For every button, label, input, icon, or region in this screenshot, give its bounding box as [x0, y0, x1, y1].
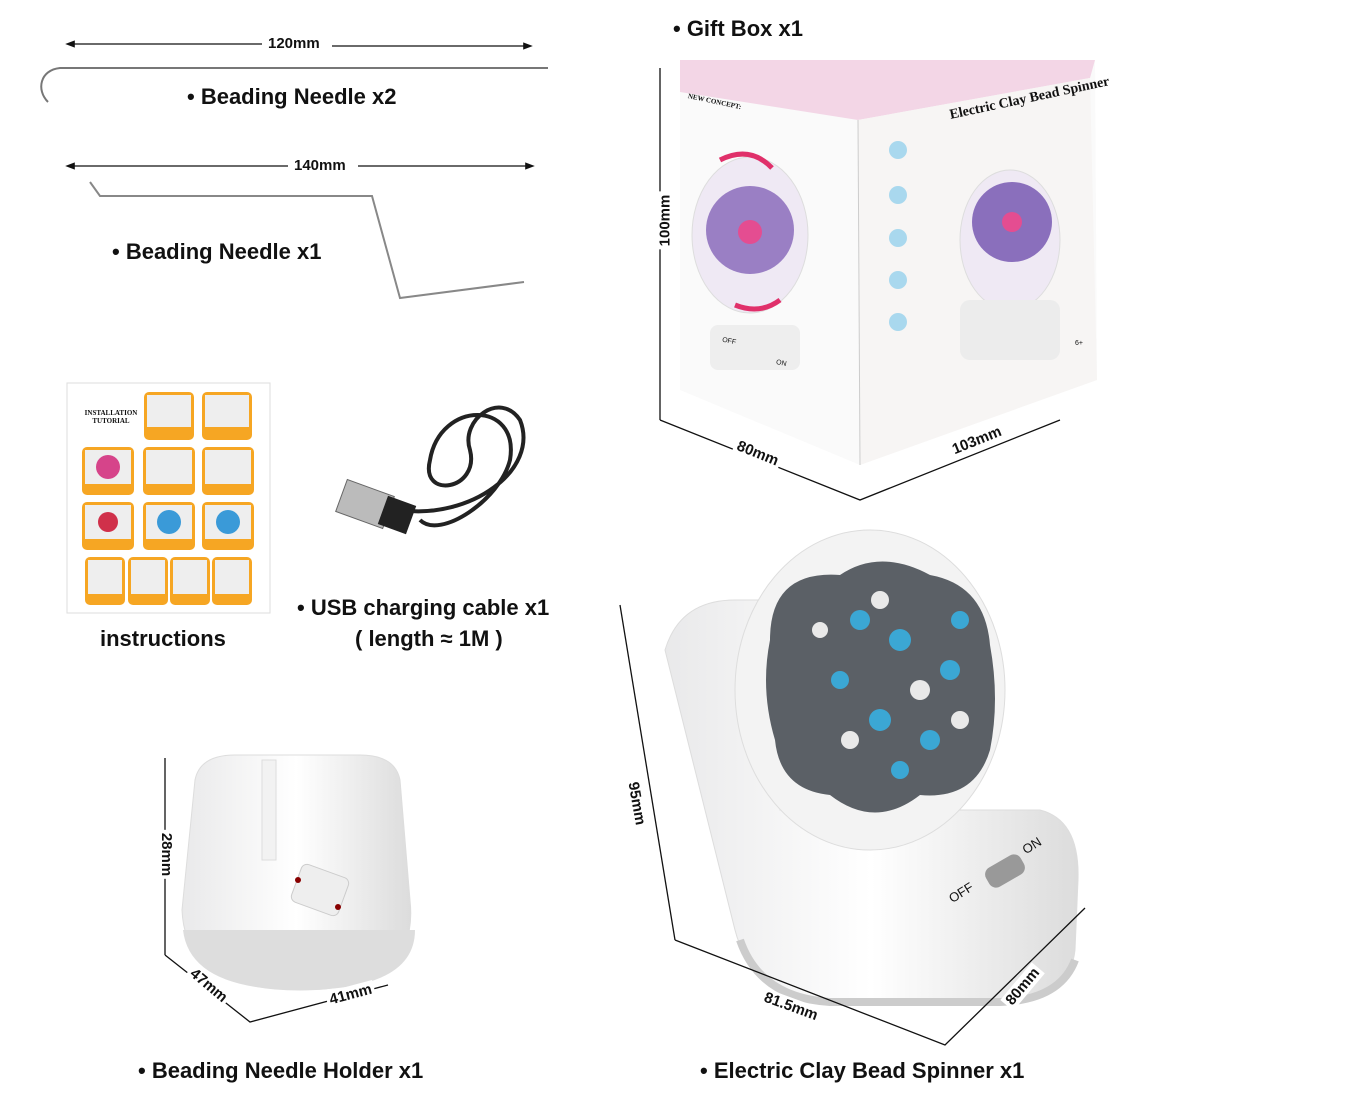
- needle-long-illustration: [40, 40, 548, 103]
- instruction-sheet-title: INSTALLATION TUTORIAL: [84, 409, 138, 425]
- instructions-label: instructions: [100, 626, 226, 651]
- gift-box-label: • Gift Box x1: [673, 16, 803, 41]
- usb-cable: [335, 405, 526, 535]
- holder-height: 28mm: [158, 829, 176, 880]
- needle-bent-label: • Beading Needle x1: [112, 239, 322, 264]
- needle-holder-label: • Beading Needle Holder x1: [138, 1058, 424, 1083]
- needle-holder: [164, 754, 415, 1023]
- needle-bent-illustration: [65, 162, 535, 300]
- instruction-sheet: [66, 382, 271, 614]
- gift-box: [659, 60, 1097, 501]
- box-age: 6+: [1075, 340, 1083, 347]
- spinner-label: • Electric Clay Bead Spinner x1: [700, 1058, 1025, 1083]
- electric-bead-spinner: [619, 529, 1086, 1046]
- needle-long-length: 120mm: [268, 35, 320, 52]
- gift-box-height: 100mm: [656, 191, 674, 250]
- usb-cable-length: ( length ≈ 1M ): [355, 626, 503, 651]
- usb-cable-label: • USB charging cable x1: [297, 595, 550, 620]
- needle-bent-length: 140mm: [294, 157, 346, 174]
- needle-long-label: • Beading Needle x2: [187, 84, 397, 109]
